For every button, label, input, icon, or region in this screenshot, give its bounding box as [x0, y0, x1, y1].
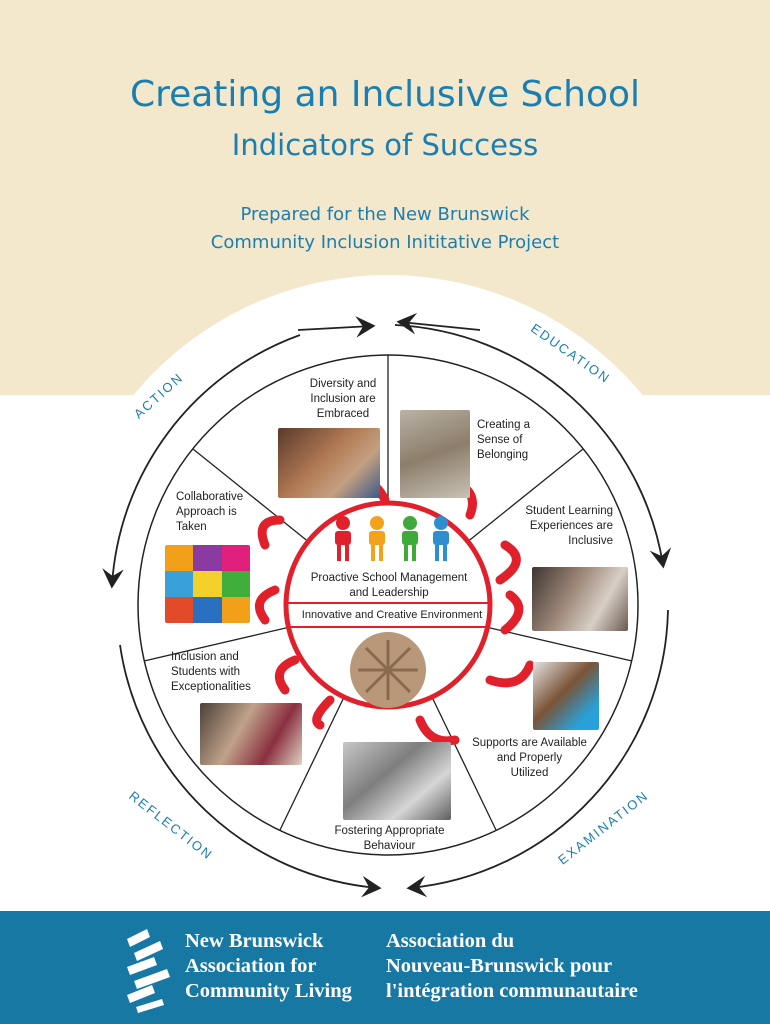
- segment-label-learning: Student Learning Experiences are Inclusi…: [525, 505, 613, 547]
- exceptionalities-photo: [200, 703, 302, 765]
- belonging-photo: [400, 410, 470, 498]
- action-arrow: [102, 334, 301, 589]
- top-right-arrow: [396, 312, 481, 335]
- center-label-management: Proactive School Management and Leadersh…: [310, 572, 468, 599]
- education-arrow: [394, 324, 672, 569]
- wheel-spokes: [143, 355, 633, 831]
- collaborative-hands-photo: [165, 545, 250, 623]
- learning-photo: [532, 567, 628, 631]
- diversity-photo: [278, 428, 380, 498]
- segment-label-supports: Supports are Available and Properly Util…: [472, 737, 587, 779]
- page-subtitle: Indicators of Success: [231, 128, 539, 162]
- segment-label-diversity: Diversity and Inclusion are Embraced: [309, 378, 377, 420]
- top-left-arrow: [297, 316, 376, 338]
- prepared-for-line-1: Prepared for the New Brunswick: [240, 204, 530, 225]
- segment-label-behaviour: Fostering Appropriate Behaviour: [334, 825, 445, 852]
- cycle-arrows: [102, 312, 672, 898]
- segment-label-exceptionalities: Inclusion and Students with Exceptionali…: [171, 651, 251, 693]
- people-figures-icon: [335, 516, 449, 561]
- hands-pattern: [358, 640, 418, 700]
- footer-french-name: Association du Nouveau-Brunswick pour l'…: [386, 930, 638, 1002]
- behaviour-photo: [343, 742, 451, 820]
- reflection-arrow: [119, 644, 382, 898]
- page-title: Creating an Inclusive School: [129, 74, 641, 115]
- supports-photo: [533, 662, 599, 730]
- center-label-environment: Innovative and Creative Environment: [301, 609, 483, 621]
- examination-arrow: [406, 609, 669, 898]
- footer-bar: New Brunswick Association for Community …: [0, 911, 770, 1024]
- segment-label-belonging: Creating a Sense of Belonging: [477, 419, 531, 461]
- association-logo-icon: [127, 929, 170, 1013]
- segment-label-collaborative: Collaborative Approach is Taken: [176, 491, 244, 533]
- prepared-for-line-2: Community Inclusion Inititative Project: [210, 232, 560, 253]
- footer-english-name: New Brunswick Association for Community …: [185, 930, 352, 1002]
